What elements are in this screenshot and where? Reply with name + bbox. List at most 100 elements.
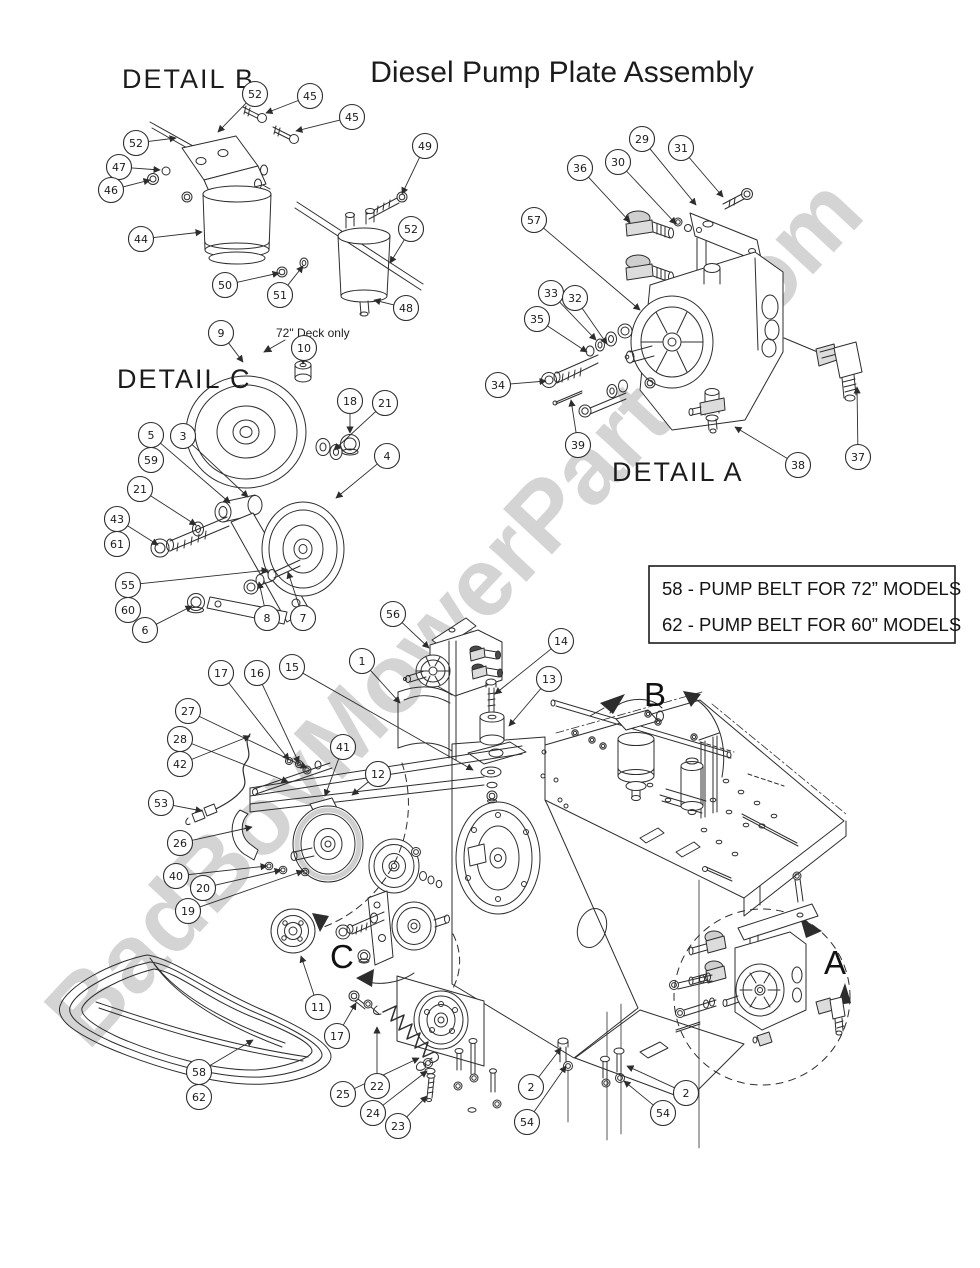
svg-text:31: 31: [674, 142, 688, 155]
svg-text:12: 12: [371, 768, 385, 781]
part-balloon-18[interactable]: 18: [336, 387, 364, 434]
detail-a-assembly: [541, 188, 863, 434]
part-balloon-58[interactable]: 58: [185, 1039, 254, 1086]
svg-text:52: 52: [129, 137, 143, 150]
part-balloon-35[interactable]: 35: [523, 305, 588, 353]
part-balloon-26[interactable]: 26: [166, 824, 253, 857]
arm-bolt: [335, 911, 385, 940]
svg-text:17: 17: [330, 1030, 344, 1043]
part-balloon-9[interactable]: 9: [207, 319, 244, 363]
part-balloon-62[interactable]: 62: [185, 1083, 213, 1111]
part-balloon-45[interactable]: 45: [295, 103, 366, 133]
part-balloon-60[interactable]: 60: [114, 596, 142, 624]
part-balloon-31[interactable]: 31: [667, 134, 724, 198]
part-balloon-7[interactable]: 7: [286, 571, 317, 632]
svg-text:33: 33: [544, 287, 558, 300]
svg-text:43: 43: [110, 513, 124, 526]
part-balloon-50[interactable]: 50: [211, 270, 280, 299]
idler-pulley-small: [261, 501, 345, 597]
part-balloon-43[interactable]: 43: [103, 505, 159, 546]
part-balloon-20[interactable]: 20: [189, 867, 282, 902]
svg-text:25: 25: [336, 1088, 350, 1101]
part-balloon-54[interactable]: 54: [623, 1080, 677, 1127]
part-balloon-24[interactable]: 24: [359, 1070, 428, 1127]
part-balloon-54[interactable]: 54: [513, 1065, 567, 1136]
page-title: Diesel Pump Plate Assembly: [370, 56, 754, 89]
part-balloon-17[interactable]: 17: [207, 659, 290, 761]
engine-pulley: [396, 975, 485, 1067]
svg-text:39: 39: [571, 439, 585, 452]
part-balloon-4[interactable]: 4: [335, 442, 401, 499]
svg-text:52: 52: [248, 88, 262, 101]
svg-text:7: 7: [300, 612, 307, 625]
part-balloon-29[interactable]: 29: [628, 125, 697, 206]
part-balloon-38[interactable]: 38: [734, 426, 812, 479]
part-balloon-8[interactable]: 8: [253, 581, 281, 632]
pump-56: [403, 617, 503, 697]
part-balloon-2[interactable]: 2: [517, 1047, 562, 1101]
part-balloon-6[interactable]: 6: [131, 605, 193, 644]
part-balloon-49[interactable]: 49: [401, 132, 439, 195]
part-balloon-17[interactable]: 17: [323, 1002, 357, 1050]
part-balloon-39[interactable]: 39: [564, 399, 592, 459]
part-balloon-32[interactable]: 32: [561, 284, 608, 345]
part-balloon-21[interactable]: 21: [333, 389, 399, 451]
part-balloon-57[interactable]: 57: [520, 206, 641, 311]
part-balloon-22[interactable]: 22: [363, 1026, 391, 1100]
part-balloon-16[interactable]: 16: [243, 659, 300, 764]
svg-text:47: 47: [112, 161, 126, 174]
part-balloon-51[interactable]: 51: [266, 265, 304, 309]
part-balloon-19[interactable]: 19: [174, 869, 304, 925]
svg-text:32: 32: [568, 292, 582, 305]
part-balloon-5[interactable]: 5: [137, 421, 231, 504]
part-balloon-11[interactable]: 11: [299, 955, 332, 1021]
detail-a-label: DETAIL A: [612, 457, 744, 487]
part-balloon-1[interactable]: 1: [348, 647, 401, 704]
part-balloon-52[interactable]: 52: [217, 80, 269, 133]
part-balloon-47[interactable]: 47: [105, 153, 161, 181]
deck-bolts-bottom: [453, 1037, 625, 1113]
part-balloon-44[interactable]: 44: [127, 225, 203, 253]
part-balloon-12[interactable]: 12: [351, 760, 392, 796]
svg-text:55: 55: [121, 579, 135, 592]
part-balloon-27[interactable]: 27: [174, 697, 308, 769]
blower-housing: [455, 801, 541, 915]
part-balloon-34[interactable]: 34: [484, 371, 547, 399]
part-balloon-30[interactable]: 30: [604, 148, 677, 225]
detail-b-label: DETAIL B: [122, 64, 255, 94]
part-balloon-53[interactable]: 53: [147, 789, 203, 817]
part-balloon-33[interactable]: 33: [537, 279, 597, 341]
clutch-pulley: [290, 797, 364, 883]
part-balloon-14[interactable]: 14: [494, 627, 575, 695]
part-balloon-23[interactable]: 23: [384, 1095, 428, 1140]
part-balloon-3[interactable]: 3: [169, 422, 249, 498]
part-balloon-56[interactable]: 56: [379, 600, 430, 649]
part-balloon-45[interactable]: 45: [265, 82, 324, 115]
svg-text:10: 10: [297, 342, 311, 355]
part-balloon-52[interactable]: 52: [389, 215, 425, 264]
part-balloon-48[interactable]: 48: [373, 294, 420, 322]
part-balloon-46[interactable]: 46: [97, 176, 151, 204]
part-balloon-10[interactable]: 10: [290, 334, 318, 365]
part-balloon-25[interactable]: 25: [329, 1057, 420, 1108]
part-balloon-36[interactable]: 36: [566, 154, 631, 223]
part-balloon-2[interactable]: 2: [626, 1065, 700, 1107]
svg-text:26: 26: [173, 837, 187, 850]
part-balloon-61[interactable]: 61: [103, 530, 131, 558]
svg-text:19: 19: [181, 905, 195, 918]
legend-box: 58 - PUMP BELT FOR 72” MODELS 62 - PUMP …: [648, 565, 961, 644]
part-balloon-42[interactable]: 42: [166, 735, 251, 778]
svg-text:14: 14: [554, 635, 568, 648]
part-balloon-52[interactable]: 52: [122, 129, 177, 157]
part-balloon-41[interactable]: 41: [323, 733, 357, 797]
pump-mount-bracket: [397, 640, 457, 761]
part-balloon-15[interactable]: 15: [278, 653, 474, 771]
part-balloon-21[interactable]: 21: [126, 475, 197, 526]
svg-text:36: 36: [573, 162, 587, 175]
part-balloon-59[interactable]: 59: [137, 446, 165, 474]
svg-text:48: 48: [399, 302, 413, 315]
part-balloon-40[interactable]: 40: [162, 862, 268, 890]
part-balloon-13[interactable]: 13: [508, 665, 563, 727]
part-balloon-37[interactable]: 37: [844, 386, 872, 471]
